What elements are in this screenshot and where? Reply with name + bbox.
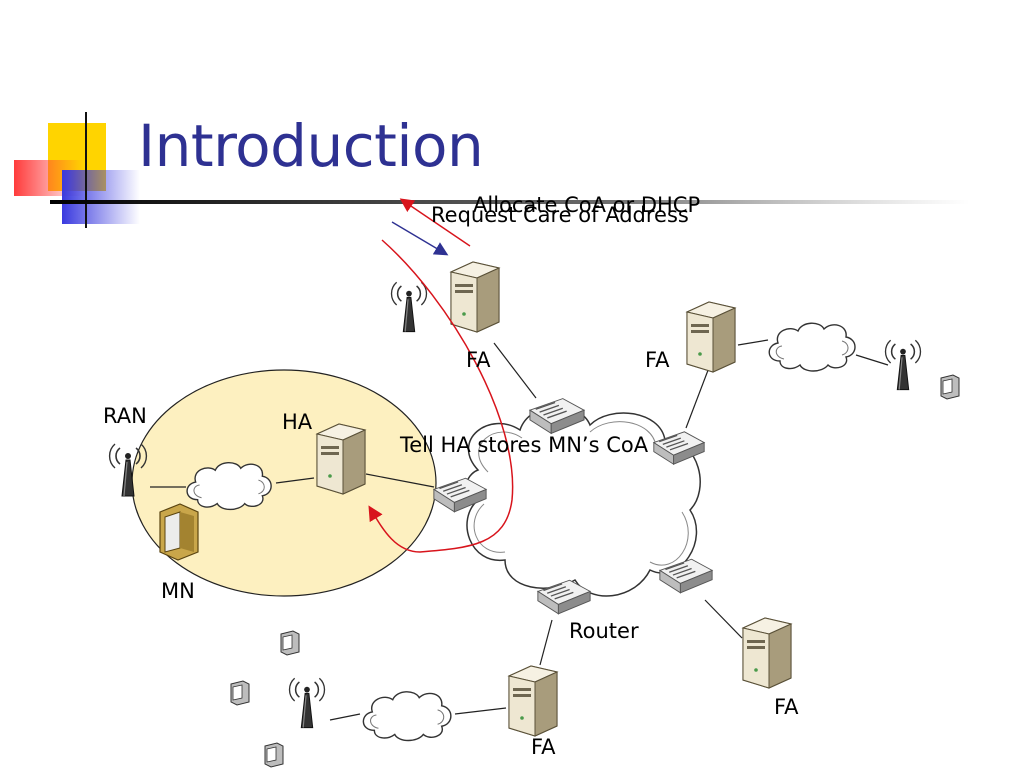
- pda-icon-bottom-1: [280, 630, 300, 656]
- ran-label: RAN: [103, 404, 147, 428]
- antenna-icon-top: [390, 281, 428, 333]
- request-coa-label: Request Care of Address: [431, 203, 689, 227]
- fa-label-top-right: FA: [645, 348, 670, 372]
- network-links: [150, 339, 889, 721]
- pda-icon-right: [940, 374, 960, 400]
- tell-ha-arrow: [368, 239, 514, 553]
- access-cloud-right: [768, 322, 856, 372]
- allocate-arrow: [399, 198, 471, 247]
- blue-square: [62, 170, 140, 224]
- fa-bottom-right-server-icon: [742, 617, 792, 689]
- pda-icon-bottom-2: [230, 680, 250, 706]
- antenna-icon-right: [884, 339, 922, 391]
- page-title: Introduction: [138, 112, 484, 180]
- fa-top-right-server-icon: [686, 301, 736, 373]
- access-cloud-bottom: [362, 691, 452, 742]
- mn-device-icon: [159, 503, 199, 561]
- fa-bottom-server-icon: [508, 665, 558, 737]
- ha-server-icon: [316, 423, 366, 495]
- title-underline: [50, 200, 970, 204]
- ran-cloud: [186, 461, 272, 511]
- fa-label-top: FA: [466, 348, 491, 372]
- router-label: Router: [569, 619, 639, 643]
- mn-label: MN: [161, 579, 195, 603]
- antenna-icon-bottom: [288, 677, 326, 729]
- fa-label-bottom-right: FA: [774, 695, 799, 719]
- allocate-coa-label: Allocate CoA or DHCP: [473, 193, 701, 217]
- home-network-area: [131, 369, 437, 597]
- request-arrow: [391, 221, 449, 256]
- fa-label-bottom: FA: [531, 735, 556, 759]
- fa-top-server-icon: [450, 261, 500, 333]
- ha-label: HA: [282, 410, 313, 434]
- tell-ha-label: Tell HA stores MN’s CoA: [400, 433, 649, 457]
- pda-icon-bottom-3: [264, 742, 284, 768]
